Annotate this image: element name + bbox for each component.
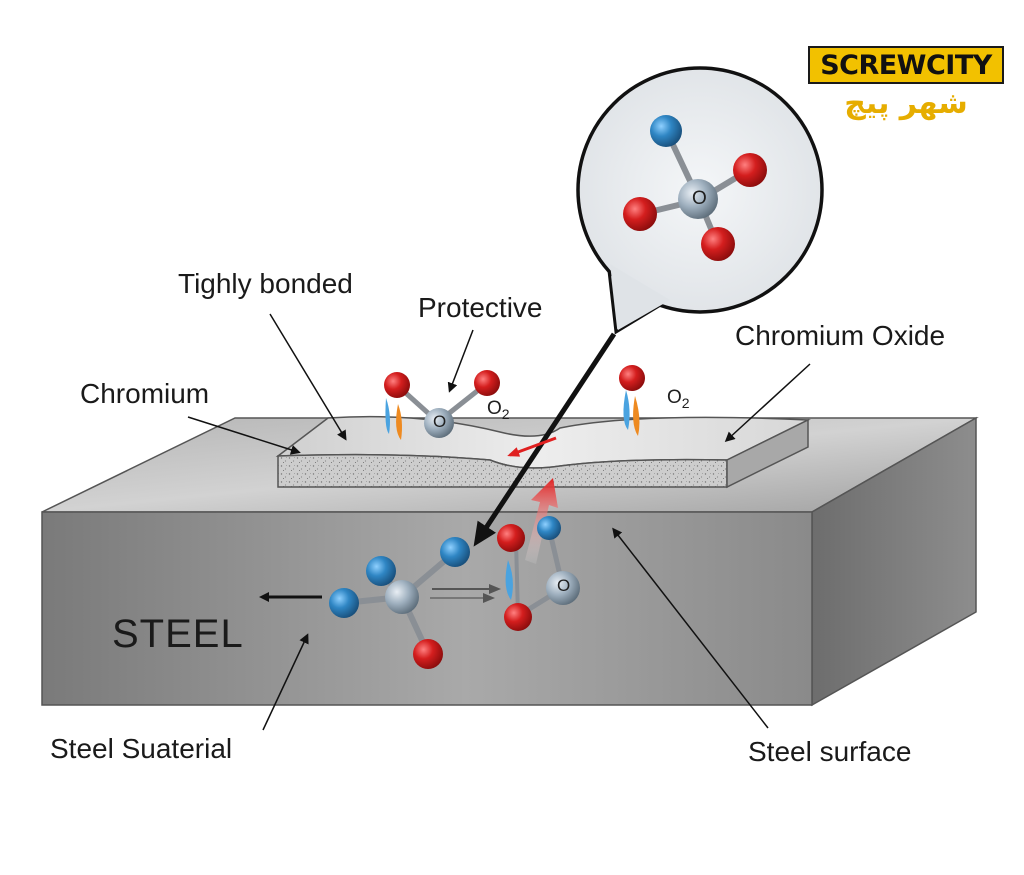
o2-left-subscript: 2 — [501, 405, 510, 422]
leader-chromium — [187, 416, 301, 455]
label-steel: STEEL — [112, 612, 244, 656]
logo-text: SCREWCITY — [820, 49, 992, 81]
atom-letter-magnified: O — [692, 188, 707, 209]
mag-atom-red-left — [623, 197, 657, 231]
steel-molecule-cluster — [329, 516, 580, 669]
surface-atom-red-left — [384, 372, 410, 398]
label-chromium-oxide: Chromium Oxide — [735, 320, 946, 351]
steel-atom-blue-top — [440, 537, 470, 567]
o2-right-subscript: 2 — [681, 394, 690, 411]
steel-atom-center — [385, 580, 419, 614]
mag-atom-center — [678, 179, 718, 219]
lower-atom-red-top — [497, 524, 525, 552]
magnifier-arrow — [473, 332, 617, 547]
steel-atom-blue-left — [329, 588, 359, 618]
steel-block-front-face — [41, 511, 813, 706]
o2-left-letter: O — [487, 398, 502, 419]
label-tightly-bonded: Tighly bonded — [178, 268, 353, 299]
label-chromium: Chromium — [80, 378, 210, 409]
right-o2-molecule — [619, 365, 645, 436]
label-o2-left: O2 — [487, 398, 510, 422]
screwcity-logo: SCREWCITY شهر پیچ — [808, 46, 1004, 130]
label-o2-right: O2 — [667, 387, 690, 411]
right-o2-atom-red — [619, 365, 645, 391]
label-steel-surface: Steel surface — [748, 736, 912, 767]
lower-atom-center — [546, 571, 580, 605]
mag-atom-blue — [650, 115, 682, 147]
lower-atom-red-bottom — [504, 603, 532, 631]
leader-protective — [447, 329, 474, 393]
steel-atom-blue-mid — [366, 556, 396, 586]
label-steel-material: Steel Suaterial — [50, 733, 233, 764]
atom-letter-lower: O — [557, 576, 571, 595]
leader-chromium-oxide — [724, 363, 811, 443]
leader-steel-surface — [612, 527, 769, 729]
lower-atom-blue-top — [537, 516, 561, 540]
surface-molecule — [384, 370, 500, 440]
surface-atom-center — [424, 408, 454, 438]
oxide-layer-side — [726, 418, 809, 489]
magnifier-callout — [576, 66, 824, 335]
logo-badge: SCREWCITY — [808, 46, 1004, 84]
surface-atom-red-right — [474, 370, 500, 396]
leader-steel-material — [262, 633, 309, 731]
steel-atom-red-bottom — [413, 639, 443, 669]
o2-right-letter: O — [667, 387, 682, 408]
chromium-oxide-layer — [275, 415, 811, 489]
mag-atom-red-bottom — [701, 227, 735, 261]
leader-lines — [187, 313, 811, 731]
leader-tightly-bonded — [269, 313, 347, 441]
mag-atom-red-right — [733, 153, 767, 187]
label-protective: Protective — [418, 292, 543, 323]
atom-letter-surface: O — [433, 412, 447, 431]
logo-subtext: شهر پیچ — [844, 86, 968, 121]
layer-red-arrow — [507, 436, 557, 457]
